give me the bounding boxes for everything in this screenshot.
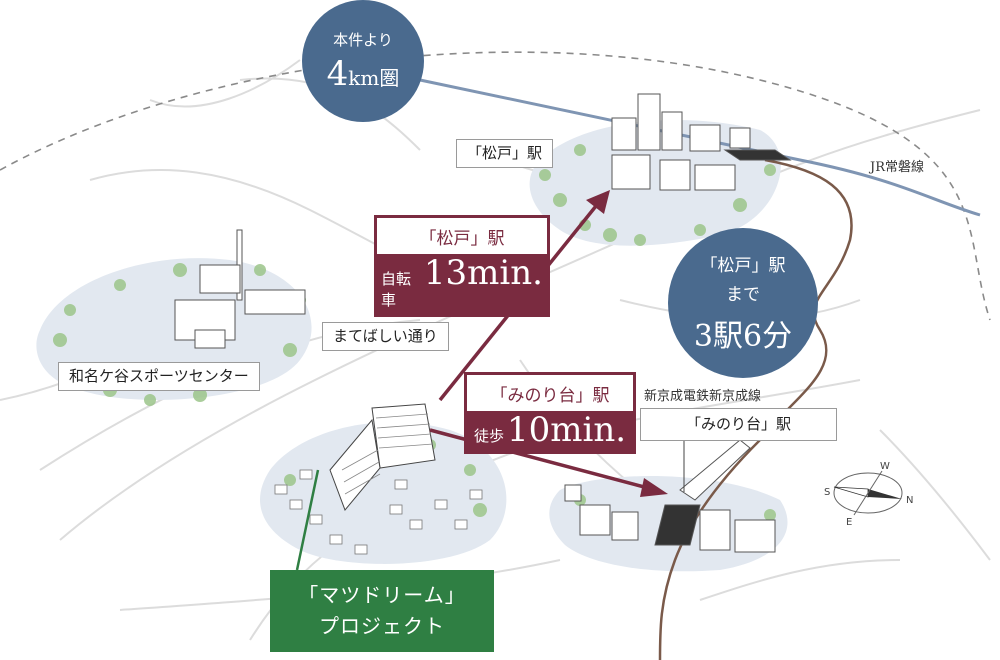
minoridai-buildings — [564, 439, 776, 553]
radius-distance-unit: km圏 — [348, 65, 400, 90]
project-badge: 「マツドリーム」 プロジェクト — [270, 570, 494, 652]
bike-route-card: 「松戸」駅 自転車 13min. — [374, 215, 550, 317]
train-badge-line1: 「松戸」駅 — [700, 256, 786, 276]
compass-letter-w: W — [880, 461, 890, 472]
compass-letter-e: E — [846, 517, 852, 528]
bike-route-destination: 「松戸」駅 — [377, 218, 547, 254]
shinkeisei-line — [658, 158, 853, 660]
matsudo-station-label: 「松戸」駅 — [456, 139, 554, 168]
radius-distance-number: 4 — [326, 53, 349, 94]
walk-route-destination: 「みのり台」駅 — [467, 375, 633, 411]
sports-center-buildings — [174, 229, 306, 349]
matsudo-buildings — [611, 93, 792, 191]
project-badge-line2: プロジェクト — [319, 614, 445, 638]
walk-route-mode: 徒歩 — [473, 427, 504, 445]
train-time-badge: 「松戸」駅 まで 3駅6分 — [668, 228, 818, 378]
compass-letter-n: N — [906, 495, 913, 506]
compass-letter-s: S — [824, 487, 830, 498]
jr-line-label: JR常磐線 — [870, 160, 924, 175]
train-badge-line2: まで — [726, 285, 760, 305]
sports-center-label: 和名ケ谷スポーツセンター — [58, 362, 260, 391]
radius-arc — [0, 51, 991, 321]
project-badge-line1: 「マツドリーム」 — [298, 583, 466, 607]
residential-houses — [274, 469, 483, 555]
train-badge-line3: 3駅6分 — [693, 319, 793, 354]
walk-route-time: 10min. — [506, 410, 627, 450]
radius-badge: 本件より 4km圏 — [302, 0, 424, 122]
project-area — [260, 422, 507, 564]
project-building — [329, 403, 436, 511]
arrow-to-minoridai-icon — [640, 478, 668, 497]
bike-route-mode: 自転車 — [381, 270, 412, 309]
matebashi-road-label: まてばしい通り — [322, 322, 449, 351]
walk-route-time-row: 徒歩 10min. — [465, 411, 635, 453]
bike-route-time-row: 自転車 13min. — [375, 254, 549, 316]
bike-route-time: 13min. — [423, 253, 543, 293]
minoridai-station-label: 「みのり台」駅 — [640, 408, 837, 441]
walk-route-card: 「みのり台」駅 徒歩 10min. — [464, 372, 636, 454]
radius-badge-line1: 本件より — [333, 30, 393, 49]
shinkeisei-line-label: 新京成電鉄新京成線 — [644, 389, 762, 404]
compass-icon: W E S N — [824, 461, 913, 528]
arrow-to-matsudo-icon — [586, 190, 610, 214]
radius-badge-distance: 4km圏 — [327, 54, 400, 94]
